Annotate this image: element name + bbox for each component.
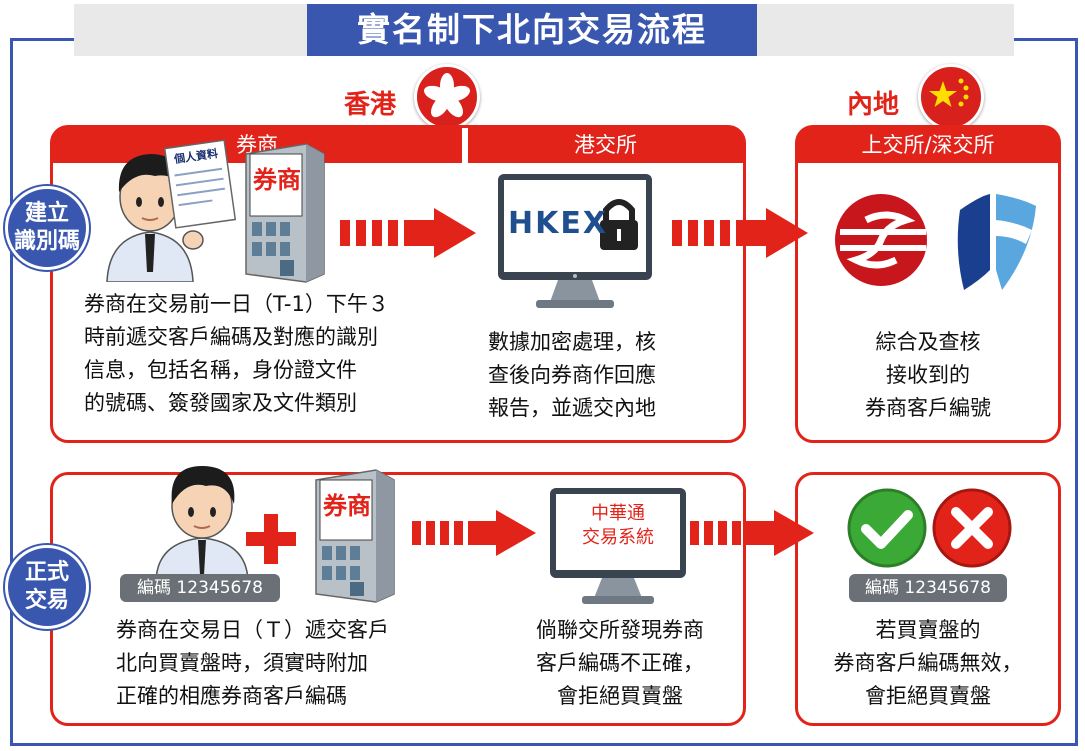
setup-broker-line: 信息，包括名稱，身份證文件 [84,358,357,382]
cross-icon [932,488,1012,568]
check-icon [847,488,927,568]
china-flag-icon [918,64,984,130]
setup-mainland-line: 綜合及查核 [875,330,981,354]
setup-hkex-description: 數據加密處理，核 查後向券商作回應 報告，並遞交內地 [488,326,718,425]
building-sign: 券商 [323,491,371,520]
setup-mainland-line: 券商客戶編號 [865,396,991,420]
arrow-right-icon [690,510,814,556]
setup-broker-line: 時前遞交客戶編碼及對應的識別 [84,325,378,349]
trading-hkex-line: 會拒絕買賣盤 [557,684,683,708]
investor-person-icon [155,466,249,580]
setup-broker-line: 券商在交易前一日（T-1）下午３ [84,292,389,316]
personal-info-document-icon [163,139,237,229]
trading-system-monitor-icon [550,488,686,604]
region-label-mainland: 內地 [847,90,900,120]
system-label-line1: 中華通 [591,503,645,524]
trading-hkex-line: 客戶編碼不正確， [536,651,704,675]
sse-logo-icon [835,194,927,286]
hkex-logo: HKEX [508,206,608,241]
diagram-title: 實名制下北向交易流程 [307,4,757,56]
trading-broker-description: 券商在交易日（Ｔ）遞交客戶 北向買賣盤時，須實時附加 正確的相應券商客戶編碼 [116,614,456,713]
setup-broker-description: 券商在交易前一日（T-1）下午３ 時前遞交客戶編碼及對應的識別 信息，包括名稱，… [84,288,454,420]
header-hkex: 港交所 [468,127,743,163]
trading-result-line: 會拒絕買賣盤 [865,684,991,708]
hong-kong-flag-icon [414,64,480,130]
arrow-right-icon [672,208,808,258]
trading-hkex-line: 倘聯交所發現券商 [536,618,704,642]
stage-trading: 正式交易 [5,545,89,629]
result-code-badge: 編碼 12345678 [849,574,1007,602]
broker-building-icon [315,469,395,603]
stage-setup-line2: 識別碼 [13,229,80,254]
hkex-monitor-icon [498,174,652,308]
trading-result-line: 若買賣盤的 [875,618,981,642]
header-mainland-exchanges: 上交所/深交所 [797,127,1059,163]
client-code-badge: 編碼 12345678 [120,574,280,602]
trading-broker-line: 券商在交易日（Ｔ）遞交客戶 [116,618,389,642]
setup-mainland-line: 接收到的 [886,363,970,387]
arrow-right-icon [412,510,536,556]
trading-broker-line: 北向買賣盤時，須實時附加 [116,651,368,675]
stage-setup-id: 建立識別碼 [5,186,89,270]
setup-hkex-line: 數據加密處理，核 [488,330,656,354]
stage-trading-line1: 正式 [24,560,69,585]
setup-hkex-line: 查後向券商作回應 [488,363,656,387]
stage-trading-line2: 交易 [24,588,69,613]
trading-system-label: 中華通 交易系統 [560,502,676,550]
szse-logo-icon [957,194,1036,290]
trading-result-description: 若買賣盤的 券商客戶編碼無效， 會拒絕買賣盤 [810,614,1046,713]
broker-building-icon [245,143,325,283]
setup-hkex-line: 報告，並遞交內地 [488,396,656,420]
system-label-line2: 交易系統 [582,527,654,548]
stage-setup-line1: 建立 [24,201,69,226]
setup-mainland-description: 綜合及查核 接收到的 券商客戶編號 [810,326,1046,425]
trading-hkex-description: 倘聯交所發現券商 客戶編碼不正確， 會拒絕買賣盤 [505,614,735,713]
region-label-hong-kong: 香港 [344,90,397,120]
plus-icon [246,514,296,564]
setup-broker-line: 的號碼、簽發國家及文件類別 [84,391,357,415]
building-sign: 券商 [253,165,301,194]
trading-result-line: 券商客戶編碼無效， [833,651,1023,675]
mainland-setup-panel [795,125,1061,443]
arrow-right-icon [340,208,476,258]
trading-broker-line: 正確的相應券商客戶編碼 [116,684,347,708]
